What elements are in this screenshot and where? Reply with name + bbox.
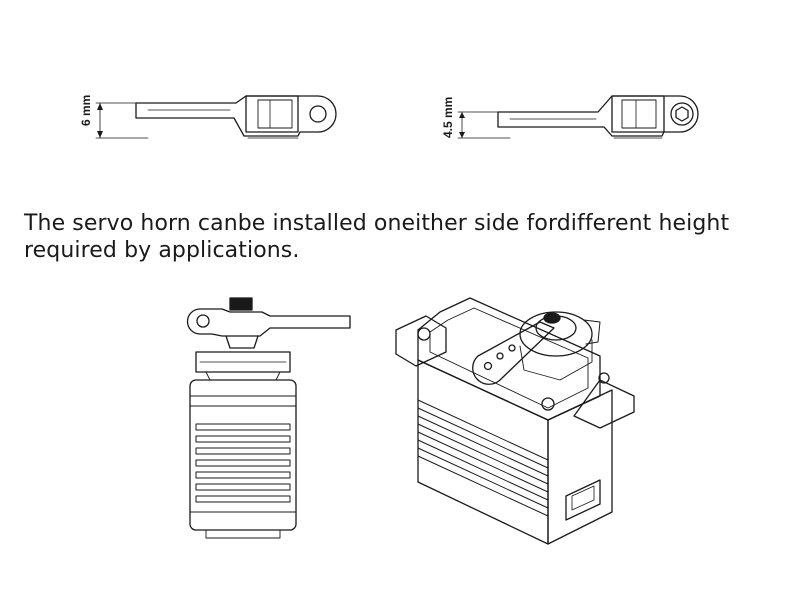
iso-horn-arm [472,321,555,385]
horn-hub [245,95,299,133]
horn-side-view-4-5mm: 4.5 mm [441,95,699,139]
caption-line-1: The servo horn canbe installed oneither … [24,211,730,236]
arrow-head-top [97,103,103,110]
iso-horn-hole-2 [496,352,504,360]
horn-hub-collar-2 [621,99,657,129]
servo-isometric-view [395,297,635,545]
horn-neck [225,335,259,349]
horn-hole-ring-2 [670,102,694,126]
iso-horn-hub [519,311,593,357]
mount-tab-right [573,379,635,429]
horn-hub-collar [257,99,293,129]
mount-screw-right [541,397,555,411]
iso-horn-hole-1 [483,361,493,371]
case-mount-left [205,371,211,381]
dimension-label-6mm: 6 mm [79,95,93,126]
top-screw-head [229,297,253,311]
front-horn-hole [196,314,210,328]
dimension-label-4-5mm: 4.5 mm [441,97,455,138]
hex-socket-icon [675,106,689,122]
caption: The servo horn canbe installed oneither … [24,210,764,264]
iso-horn-base [519,339,593,381]
mount-tab-left [395,315,447,367]
horn-hub-2 [611,95,665,133]
case-body [189,379,297,531]
mount-screw-right-2 [598,372,610,384]
horn-side-view-6mm: 6 mm [79,95,337,139]
iso-horn-hole-3 [508,344,516,352]
iso-screw-head [543,312,561,324]
horn-arm-2 [497,95,699,137]
top-plate-inner [429,307,589,409]
horn-arm [135,95,337,137]
arrow-head-bottom [97,131,103,138]
case-mount-right [275,371,281,381]
iso-cooling-fins [417,399,549,517]
servo-front-view [186,297,351,539]
iso-horn-tab [583,319,601,345]
caption-line-2: required by applications. [24,238,300,263]
horn-hole [309,105,327,123]
mount-screw-left [417,327,431,341]
case-side-face [547,389,613,545]
front-horn-arm [186,308,351,337]
connector-port-inner [571,485,595,511]
connector-port [565,479,601,521]
cooling-fins [195,423,291,503]
arrow-head-bottom-2 [459,132,465,138]
case-bottom [205,529,281,539]
case-front-face [417,359,549,545]
arrow-head-top-2 [459,112,465,118]
case-top [195,351,291,373]
